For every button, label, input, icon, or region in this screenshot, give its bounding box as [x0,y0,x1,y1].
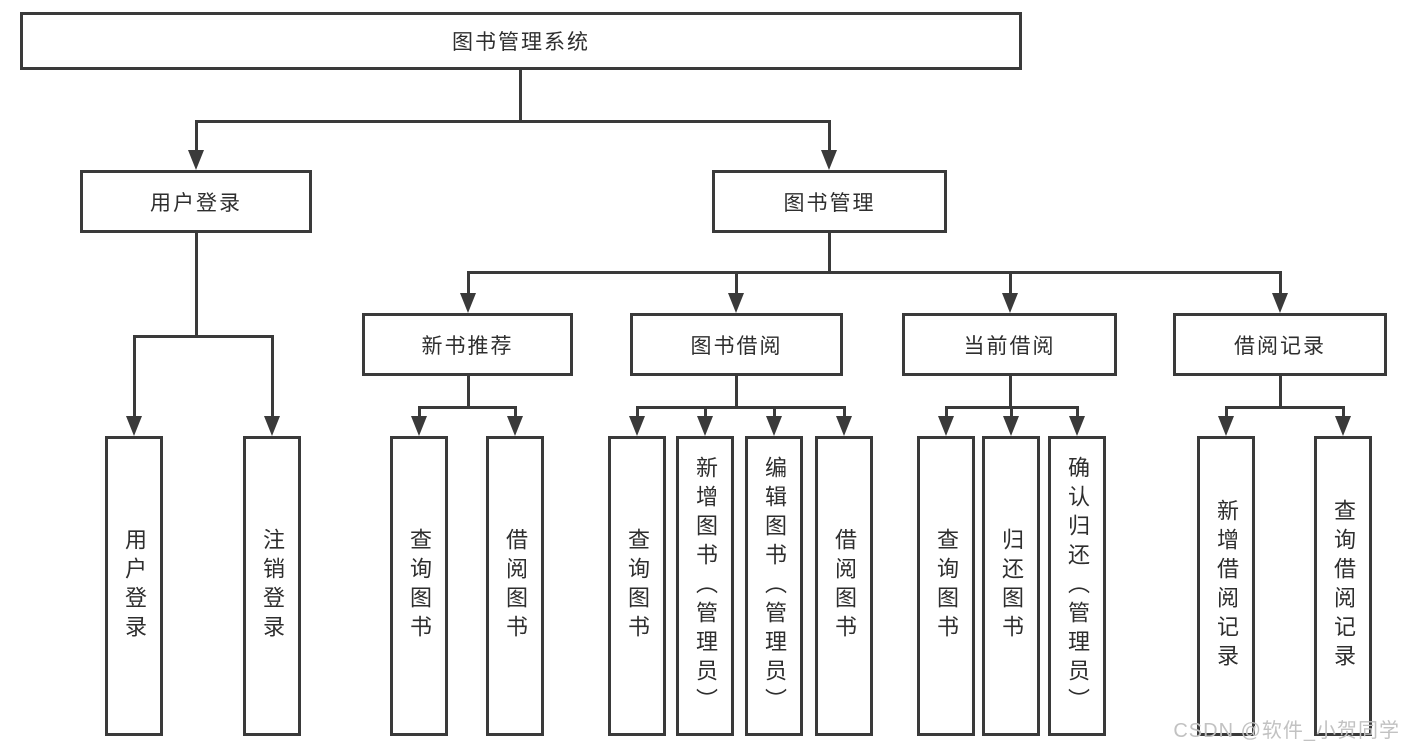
node-book-management-system: 图书管理系统 [20,12,1022,70]
connector-root-stem [519,70,522,120]
leaf-label: 归还图书 [999,528,1024,644]
connector-branch-leaf [704,406,707,418]
node-book-management: 图书管理 [712,170,947,233]
node-book-borrowing: 图书借阅 [630,313,843,376]
leaf-label: 用户登录 [122,528,147,644]
connector-branch-leaf-user-login [133,335,136,418]
connector-book-management-bar [467,271,1282,274]
connector-user-login-bar [133,335,274,338]
leaf-query-books: 查询图书 [917,436,975,736]
connector-new-book-stem [467,376,470,406]
connector-branch-book-management [828,120,831,152]
connector-branch-leaf [843,406,846,418]
connector-arrowhead [1002,293,1018,313]
connector-branch-leaf [1010,406,1013,418]
connector-branch-leaf [418,406,421,418]
connector-arrowhead [126,416,142,436]
connector-arrowhead [507,416,523,436]
leaf-label: 注销登录 [260,528,285,644]
leaf-edit-books-admin: 编辑图书（管理员） [745,436,803,736]
leaf-confirm-return-admin: 确认归还（管理员） [1048,436,1106,736]
node-label: 当前借阅 [963,334,1056,358]
leaf-logout: 注销登录 [243,436,301,736]
node-label: 借阅记录 [1234,334,1326,358]
connector-branch-leaf-logout [271,335,274,418]
connector-arrowhead [460,293,476,313]
node-label: 图书管理 [783,191,876,215]
connector-arrowhead [1069,416,1085,436]
connector-arrowhead [1003,416,1019,436]
connector-arrowhead [411,416,427,436]
connector-new-book-bar [418,406,517,409]
leaf-label: 查询借阅记录 [1331,499,1356,673]
connector-branch-leaf [945,406,948,418]
leaf-label: 查询图书 [407,528,432,644]
connector-branch-current-borrowing [1009,271,1012,295]
leaf-label: 借阅图书 [832,528,857,644]
connector-branch-borrowing-records [1279,271,1282,295]
node-label: 图书借阅 [690,334,783,358]
node-label: 图书管理系统 [452,31,590,54]
connector-branch-leaf [636,406,639,418]
leaf-query-borrow-record: 查询借阅记录 [1314,436,1372,736]
connector-arrowhead [836,416,852,436]
connector-arrowhead [1218,416,1234,436]
leaf-query-books: 查询图书 [608,436,666,736]
leaf-label: 新增图书（管理员） [693,455,718,717]
connector-branch-user-login [195,120,198,152]
connector-book-management-stem [828,233,831,271]
connector-borrowing-records-bar [1225,406,1344,409]
connector-arrowhead [938,416,954,436]
connector-root-bar [195,120,831,123]
connector-branch-book-borrowing [735,271,738,295]
connector-arrowhead [264,416,280,436]
node-label: 新书推荐 [421,334,514,358]
connector-branch-leaf [514,406,517,418]
leaf-label: 确认归还（管理员） [1065,455,1090,717]
csdn-watermark: CSDN @软件_小贺同学 [1173,720,1400,742]
connector-arrowhead [766,416,782,436]
leaf-return-books: 归还图书 [982,436,1040,736]
node-current-borrowing: 当前借阅 [902,313,1117,376]
connector-branch-leaf [1076,406,1079,418]
connector-branch-leaf [1225,406,1228,418]
leaf-borrow-books: 借阅图书 [486,436,544,736]
leaf-add-books-admin: 新增图书（管理员） [676,436,734,736]
leaf-add-borrow-record: 新增借阅记录 [1197,436,1255,736]
leaf-label: 借阅图书 [503,528,528,644]
connector-arrowhead [188,150,204,170]
connector-book-borrowing-bar [636,406,846,409]
connector-borrowing-records-stem [1279,376,1282,406]
leaf-query-books: 查询图书 [390,436,448,736]
node-label: 用户登录 [150,191,242,215]
connector-book-borrowing-stem [735,376,738,406]
node-user-login: 用户登录 [80,170,312,233]
connector-arrowhead [1272,293,1288,313]
connector-current-borrowing-stem [1009,376,1012,406]
leaf-label: 新增借阅记录 [1214,499,1239,673]
leaf-label: 查询图书 [625,528,650,644]
connector-arrowhead [697,416,713,436]
connector-branch-leaf [1342,406,1345,418]
node-new-book-recommendation: 新书推荐 [362,313,573,376]
connector-user-login-stem [195,233,198,335]
node-borrowing-records: 借阅记录 [1173,313,1387,376]
connector-arrowhead [629,416,645,436]
leaf-label: 查询图书 [934,528,959,644]
connector-branch-leaf [773,406,776,418]
leaf-user-login: 用户登录 [105,436,163,736]
leaf-borrow-books: 借阅图书 [815,436,873,736]
connector-arrowhead [1335,416,1351,436]
connector-arrowhead [728,293,744,313]
leaf-label: 编辑图书（管理员） [762,455,787,717]
connector-arrowhead [821,150,837,170]
connector-branch-new-book [467,271,470,295]
